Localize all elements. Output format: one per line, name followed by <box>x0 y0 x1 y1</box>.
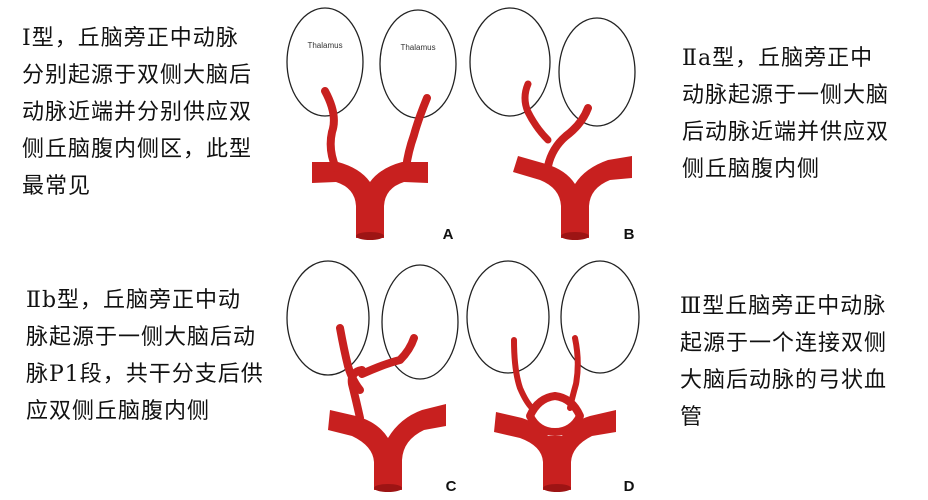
right-perforator-d <box>567 335 581 411</box>
right-perforator-c <box>358 334 418 378</box>
panel-c-label: C <box>446 478 457 495</box>
left-perforator-c <box>336 324 364 394</box>
left-perforator-a <box>321 87 340 172</box>
right-perforator-a <box>402 94 431 172</box>
left-perforator-d <box>511 337 535 411</box>
type-iii-description: Ⅲ型丘脑旁正中动脉 起源于一个连接双侧 大脑后动脉的弓状血 管 <box>680 294 888 430</box>
basilar-trunk-d <box>494 410 616 490</box>
panel-a: Thalamus Thalamus A <box>286 7 457 243</box>
common-perforator-b <box>544 104 592 170</box>
left-branch-b <box>521 80 552 144</box>
thalamus-right-c <box>381 264 459 380</box>
type-i-description: Ⅰ型，丘脑旁正中动脉 分别起源于双侧大脑后 动脉近端并分别供应双 侧丘脑腹内侧区… <box>22 26 253 199</box>
arcuate-vessel-d <box>526 392 584 436</box>
thalamus-right-a <box>379 9 457 119</box>
thalamus-left-b <box>469 7 551 117</box>
panel-b-label: B <box>624 226 635 243</box>
panel-c: C <box>286 260 459 495</box>
panel-d-label: D <box>624 478 635 495</box>
thalamus-left-label: Thalamus <box>307 41 342 50</box>
thalamus-left-d <box>466 260 550 374</box>
thalamus-left-c <box>286 260 370 376</box>
thalamus-right-label: Thalamus <box>400 43 435 52</box>
panel-d: D <box>466 260 640 495</box>
basilar-trunk-a <box>312 162 428 238</box>
thalamus-right-d <box>560 260 640 374</box>
basilar-trunk-b <box>513 156 632 238</box>
thalamus-left-a <box>286 7 364 117</box>
basilar-trunk-c <box>328 404 446 490</box>
thalamus-right-b <box>558 17 636 127</box>
panel-b: B <box>469 7 636 243</box>
type-iia-description: Ⅱa型，丘脑旁正中 动脉起源于一侧大脑 后动脉近端并供应双 侧丘脑腹内侧 <box>682 46 890 182</box>
panel-a-label: A <box>443 226 454 243</box>
type-iib-description: Ⅱb型，丘脑旁正中动 脉起源于一侧大脑后动 脉P1段，共干分支后供 应双侧丘脑腹… <box>26 288 264 424</box>
